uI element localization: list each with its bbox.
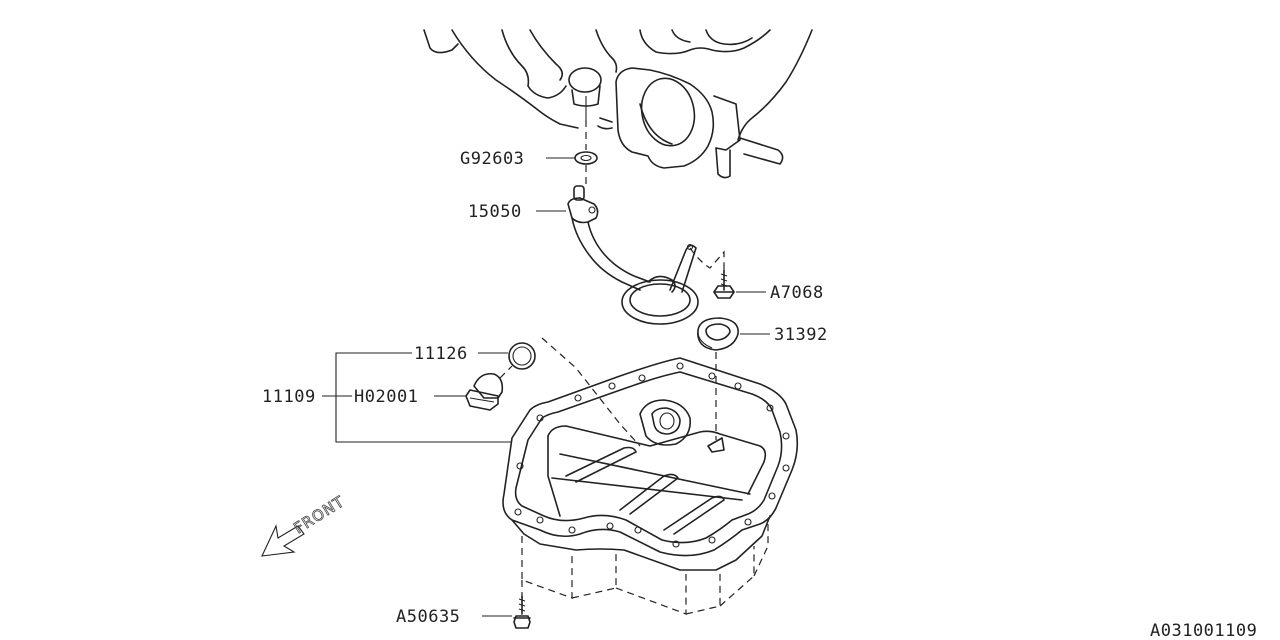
label-15050: 15050 — [468, 202, 522, 222]
part-g92603-o-ring — [574, 151, 598, 165]
label-31392: 31392 — [774, 325, 828, 345]
label-a50635: A50635 — [396, 607, 460, 627]
part-11126-gasket — [508, 342, 536, 370]
part-h02001-drain-plug — [465, 372, 504, 411]
part-15050-oil-strainer — [567, 185, 725, 325]
label-a7068: A7068 — [770, 283, 824, 303]
label-11126: 11126 — [414, 344, 468, 364]
oil-pan — [502, 357, 799, 615]
engine-block — [423, 29, 813, 179]
leader-lines — [322, 157, 770, 617]
front-label: FRONT — [291, 492, 348, 537]
part-labels: G92603 15050 A7068 31392 11126 11109 H02… — [262, 149, 1257, 640]
part-a50635-bolt — [513, 595, 531, 629]
part-31392-plate — [697, 317, 739, 351]
part-a7068-bolt — [713, 269, 735, 299]
diagram-id-code: A031001109 — [1150, 621, 1257, 640]
label-g92603: G92603 — [460, 149, 524, 169]
label-11109: 11109 — [262, 387, 316, 407]
front-direction-arrow: FRONT — [261, 492, 348, 557]
label-h02001: H02001 — [354, 387, 418, 407]
